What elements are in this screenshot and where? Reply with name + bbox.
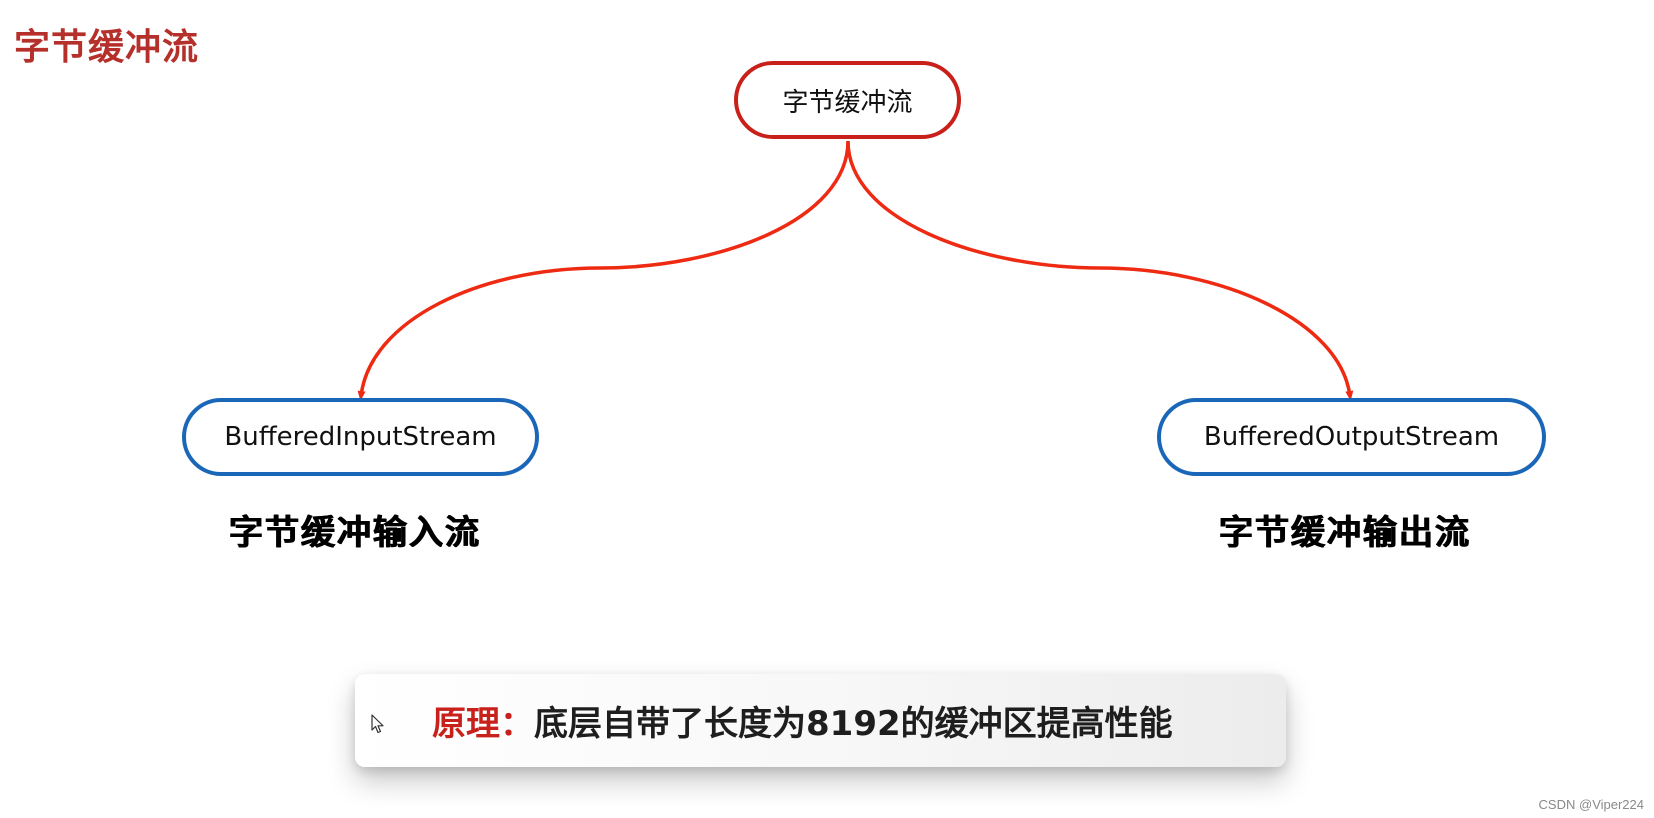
- connector-right: [846, 140, 1354, 401]
- connector-left: [357, 140, 850, 401]
- buffered-output-stream-node: BufferedOutputStream: [1157, 398, 1546, 476]
- buffered-input-stream-label: BufferedInputStream: [224, 422, 497, 452]
- root-node: 字节缓冲流: [734, 61, 961, 139]
- principle-label: 原理：: [432, 704, 534, 744]
- principle-text: 原理： 底层自带了长度为8192的缓冲区提高性能: [432, 674, 1173, 767]
- root-node-label: 字节缓冲流: [782, 87, 913, 118]
- input-stream-caption: 字节缓冲输入流: [229, 513, 481, 553]
- principle-body: 底层自带了长度为8192的缓冲区提高性能: [534, 704, 1173, 744]
- slide-title: 字节缓冲流: [14, 27, 200, 68]
- mouse-cursor-icon: [371, 714, 384, 734]
- principle-callout: 原理： 底层自带了长度为8192的缓冲区提高性能: [355, 674, 1286, 767]
- output-stream-caption: 字节缓冲输出流: [1219, 513, 1471, 553]
- watermark: CSDN @Viper224: [1538, 797, 1644, 812]
- buffered-input-stream-node: BufferedInputStream: [182, 398, 539, 476]
- buffered-output-stream-label: BufferedOutputStream: [1203, 422, 1500, 452]
